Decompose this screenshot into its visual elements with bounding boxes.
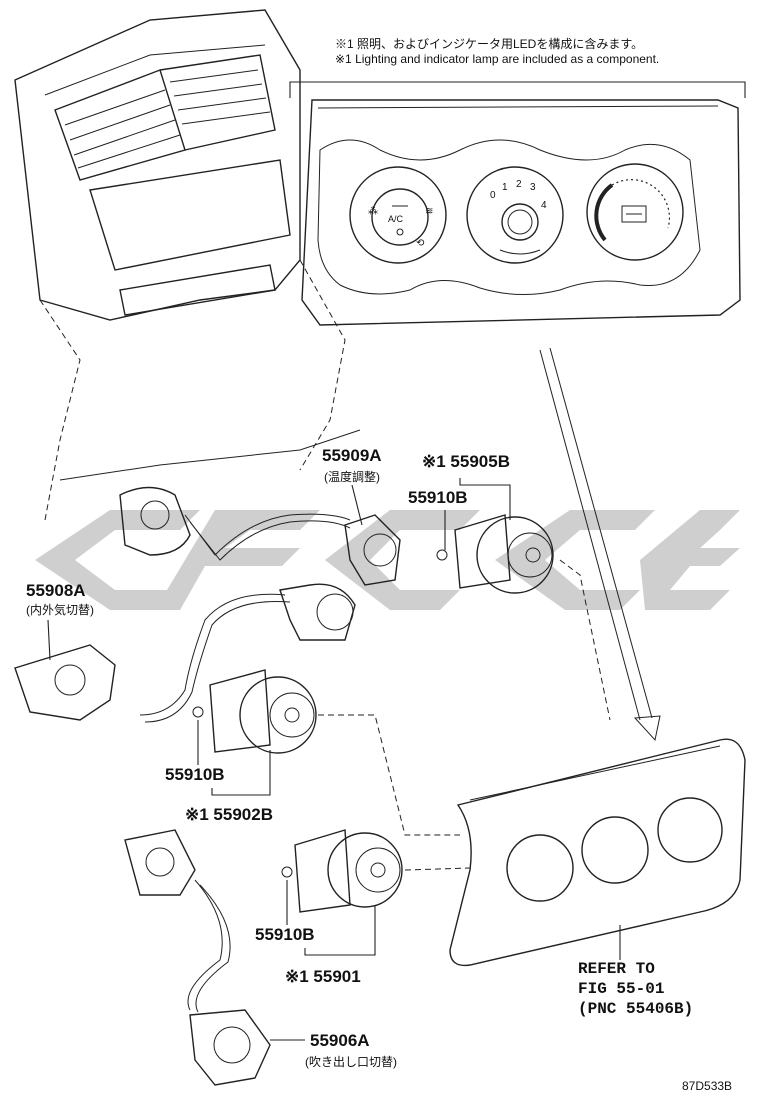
- callout-55910B-c[interactable]: 55910B: [255, 925, 315, 944]
- callout-55909A-sub: (温度調整): [324, 469, 380, 484]
- watermark-logo: [35, 510, 740, 610]
- leader-55905B-bracket: [459, 478, 511, 520]
- callout-55905B[interactable]: ※1 55905B: [422, 452, 510, 471]
- heater-control-panel: A/C ⁂ ≋ ⟲ 0 1 2 3 4: [301, 99, 741, 326]
- leader-55905B: [559, 559, 611, 721]
- speed-1: 1: [502, 182, 508, 193]
- callout-55908A[interactable]: 55908A: [26, 581, 86, 600]
- ac-label: A/C: [388, 214, 404, 224]
- callout-55902B[interactable]: ※1 55902B: [185, 805, 273, 824]
- callout-55909A[interactable]: 55909A: [322, 446, 382, 465]
- cable-55906A: [124, 829, 271, 1086]
- leader-55901: [404, 867, 471, 871]
- speed-3: 3: [530, 182, 536, 193]
- mode-dial: A/C ⁂ ≋ ⟲: [349, 166, 447, 264]
- note-english: ※1 Lighting and indicator lamp are inclu…: [335, 52, 659, 66]
- note-bracket: [289, 81, 746, 98]
- speed-4: 4: [541, 200, 547, 211]
- cable-55908A: [14, 583, 356, 723]
- cluster-finish-panel: [449, 738, 746, 967]
- defrost-icon: ≋: [425, 206, 433, 217]
- dashboard-housing: [14, 9, 361, 521]
- fan-speed-dial: 0 1 2 3 4: [466, 166, 564, 264]
- fan-icon: ⁂: [368, 206, 378, 217]
- callout-55906A-sub: (吹き出し口切替): [305, 1055, 397, 1069]
- switch-55902B: [192, 669, 317, 754]
- callout-55910B-b[interactable]: 55910B: [165, 765, 225, 784]
- leader-55902B: [318, 714, 460, 836]
- callout-55910B-a[interactable]: 55910B: [408, 488, 468, 507]
- reference-line-3[interactable]: (PNC 55406B): [578, 1000, 693, 1018]
- callout-55906A[interactable]: 55906A: [310, 1031, 370, 1050]
- callout-55908A-sub: (内外気切替): [26, 602, 94, 617]
- leader-55901-bracket: [304, 905, 376, 956]
- reference-line-2[interactable]: FIG 55-01: [578, 980, 664, 998]
- leader-55902B-bracket: [211, 750, 271, 796]
- drawing-code: 87D533B: [682, 1079, 732, 1093]
- reference-line-1[interactable]: REFER TO: [578, 960, 655, 978]
- note-japanese: ※1 照明、およびインジケータ用LEDを構成に含みます。: [335, 36, 643, 51]
- speed-0: 0: [490, 190, 496, 201]
- servo-55909A: [119, 486, 401, 586]
- speed-2: 2: [516, 179, 522, 190]
- temperature-dial: [586, 163, 684, 261]
- recirculation-icon: ⟲: [416, 238, 425, 249]
- switch-55901: [281, 829, 403, 913]
- leader-55909A: [351, 484, 363, 526]
- callout-55901[interactable]: ※1 55901: [285, 967, 361, 986]
- switch-55905B: [436, 514, 554, 594]
- direction-arrow: [539, 347, 661, 742]
- rear-defrost-icon: [621, 205, 647, 223]
- leader-55908A: [47, 619, 51, 661]
